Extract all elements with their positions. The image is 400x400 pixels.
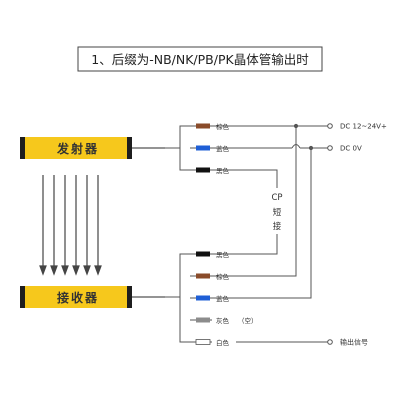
- cp-short-char: 短: [273, 207, 282, 218]
- dc-zero-label: DC 0V: [340, 145, 362, 153]
- wire-marker: [195, 339, 211, 345]
- wire-label: 灰色: [216, 316, 230, 325]
- wire-marker: [196, 145, 210, 151]
- terminal-output-signal: [327, 339, 333, 345]
- light-beams: [39, 175, 102, 276]
- receiver-wire-gray: 灰色 （空）: [190, 316, 258, 325]
- output-signal-label: 输出信号: [340, 338, 368, 347]
- wire-marker: [196, 295, 210, 301]
- wire-label: 黑色: [216, 166, 230, 175]
- title-box: [77, 46, 323, 72]
- wire-marker: [196, 317, 210, 323]
- emitter-wire-brown: 棕色: [190, 122, 235, 131]
- receiver-bracket: [179, 253, 190, 343]
- terminal-dc-zero: [327, 145, 333, 151]
- receiver-wire-white: 白色: [190, 338, 330, 347]
- wire-label: 蓝色: [216, 144, 230, 153]
- dc-positive-label: DC 12~24V+: [340, 123, 387, 131]
- receiver-wire-brown: 棕色: [190, 272, 235, 281]
- wire-marker: [196, 167, 210, 173]
- title: 1、后缀为-NB/NK/PB/PK晶体管输出时: [91, 52, 309, 67]
- emitter-wire-black: 黑色: [190, 166, 235, 175]
- terminal-dc-positive: [327, 123, 333, 129]
- wire-label: 棕色: [216, 272, 230, 281]
- emitter-bracket: [179, 125, 190, 171]
- gray-note: （空）: [238, 316, 258, 325]
- emitter-device: 发射器: [20, 137, 132, 159]
- cp-connect-char: 接: [273, 221, 282, 232]
- wire-marker: [196, 251, 210, 257]
- receiver-wire-blue: 蓝色: [190, 294, 235, 303]
- cp-label: CP: [271, 193, 282, 203]
- wire-label: 棕色: [216, 122, 230, 131]
- wire-label: 白色: [216, 338, 230, 347]
- wire-marker: [196, 273, 210, 279]
- wire-label: 黑色: [216, 250, 230, 259]
- wire-marker: [196, 123, 210, 129]
- emitter-label: 发射器: [56, 141, 99, 156]
- emitter-wire-blue: 蓝色: [190, 144, 235, 153]
- receiver-label: 接收器: [57, 290, 99, 305]
- wire-label: 蓝色: [216, 294, 230, 303]
- receiver-device: 接收器: [20, 286, 132, 308]
- receiver-wire-black: 黑色: [190, 250, 235, 259]
